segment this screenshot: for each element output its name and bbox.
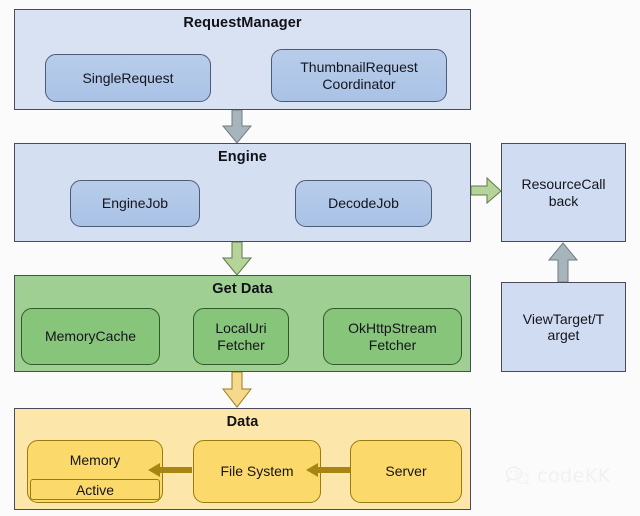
node-memory-active[interactable]: Active	[30, 479, 160, 500]
group-engine: Engine EngineJob DecodeJob	[14, 143, 471, 242]
node-decode-job[interactable]: DecodeJob	[295, 180, 432, 227]
node-engine-job[interactable]: EngineJob	[70, 180, 200, 227]
node-okhttp-stream-fetcher[interactable]: OkHttpStream Fetcher	[323, 308, 462, 365]
group-request-manager: RequestManager SingleRequest ThumbnailRe…	[14, 9, 471, 110]
node-view-target[interactable]: ViewTarget/T arget	[501, 282, 626, 372]
arrow-filesystem-to-memory	[148, 462, 193, 478]
group-title-request-manager: RequestManager	[183, 15, 302, 31]
node-file-system[interactable]: File System	[193, 440, 321, 503]
group-title-get-data: Get Data	[212, 281, 273, 297]
node-memory-cache[interactable]: MemoryCache	[21, 308, 160, 365]
node-memory-label: Memory	[69, 451, 121, 468]
group-get-data: Get Data MemoryCache LocalUri Fetcher Ok…	[14, 275, 471, 372]
node-memory[interactable]: Memory Active	[27, 440, 163, 503]
node-server[interactable]: Server	[350, 440, 462, 503]
node-resource-callback[interactable]: ResourceCall back	[501, 143, 626, 242]
wechat-logo-icon	[505, 466, 531, 487]
node-thumbnail-request-coordinator[interactable]: ThumbnailRequest Coordinator	[271, 49, 447, 102]
arrow-viewtarget-to-resourcecallback	[548, 242, 578, 283]
arrow-engine-to-getdata	[222, 242, 252, 276]
node-single-request[interactable]: SingleRequest	[45, 54, 211, 102]
group-title-engine: Engine	[218, 149, 267, 165]
group-title-data: Data	[226, 414, 259, 430]
arrow-engine-to-resourcecallback	[471, 177, 502, 205]
arrow-requestmanager-to-engine	[222, 110, 252, 144]
arrow-server-to-filesystem	[306, 462, 351, 478]
group-data: Data Memory Active File System Server	[14, 408, 471, 510]
watermark-text: codeKK	[537, 465, 611, 487]
node-local-uri-fetcher[interactable]: LocalUri Fetcher	[193, 308, 289, 365]
watermark: codeKK	[505, 465, 611, 487]
arrow-getdata-to-data	[222, 372, 252, 408]
